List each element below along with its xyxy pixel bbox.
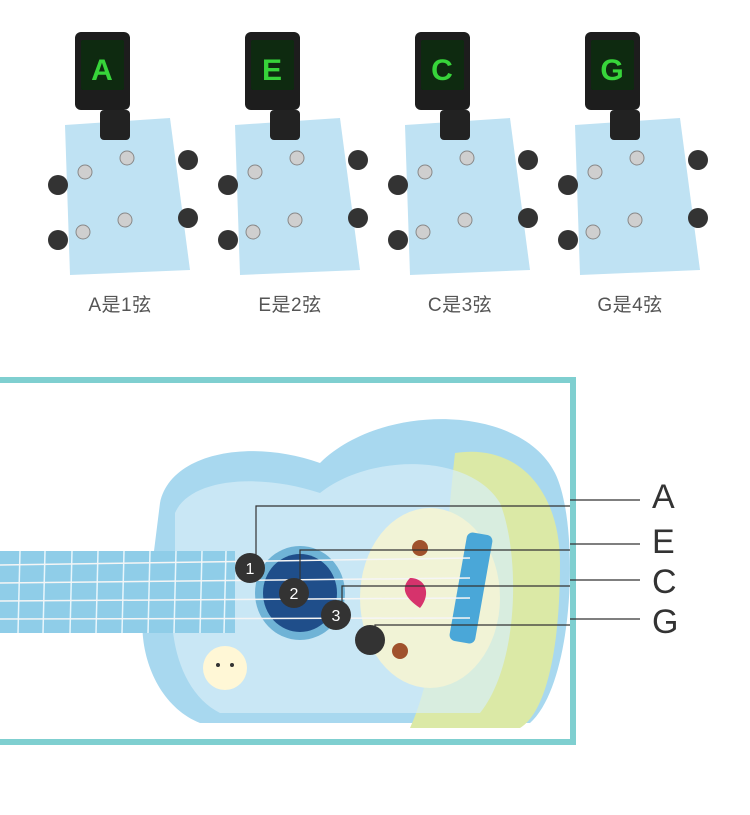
string-marker-2: 2 <box>279 578 309 608</box>
svg-text:1: 1 <box>246 561 255 578</box>
string-marker-4 <box>355 625 385 655</box>
string-marker-1: 1 <box>235 553 265 583</box>
tuner-display-note: A <box>91 54 113 87</box>
tuner-card-a: A A是1弦 <box>45 0 215 330</box>
svg-text:2: 2 <box>290 586 299 603</box>
callout-letter-g: G <box>652 603 679 641</box>
tuner-caption: C是3弦 <box>427 295 493 316</box>
tuner-display-note: G <box>600 54 623 87</box>
headstock-illustration: A <box>48 32 198 275</box>
headstock-illustration: G <box>558 32 708 275</box>
ukulele-body-illustration: 1 2 3 <box>0 419 570 728</box>
tuner-card-e: E E是2弦 <box>215 0 385 330</box>
tuner-caption: G是4弦 <box>597 295 663 316</box>
tuner-card-g: G G是4弦 <box>555 0 725 330</box>
tuner-caption: E是2弦 <box>258 295 322 316</box>
tuner-row: A A是1弦 E E是2弦 <box>0 0 750 330</box>
string-diagram-frame: 1 2 3 <box>0 377 576 745</box>
callout-letter-e: E <box>652 523 675 561</box>
callout-letter-c: C <box>652 563 677 601</box>
headstock-illustration: C <box>388 32 538 275</box>
callout-letter-a: A <box>652 478 675 516</box>
string-marker-3: 3 <box>321 600 351 630</box>
tuner-display-note: C <box>431 54 453 87</box>
tuner-card-c: C C是3弦 <box>385 0 555 330</box>
tuner-caption: A是1弦 <box>88 295 152 316</box>
tuner-display-note: E <box>262 54 282 87</box>
svg-text:3: 3 <box>332 608 341 625</box>
headstock-illustration: E <box>218 32 368 275</box>
